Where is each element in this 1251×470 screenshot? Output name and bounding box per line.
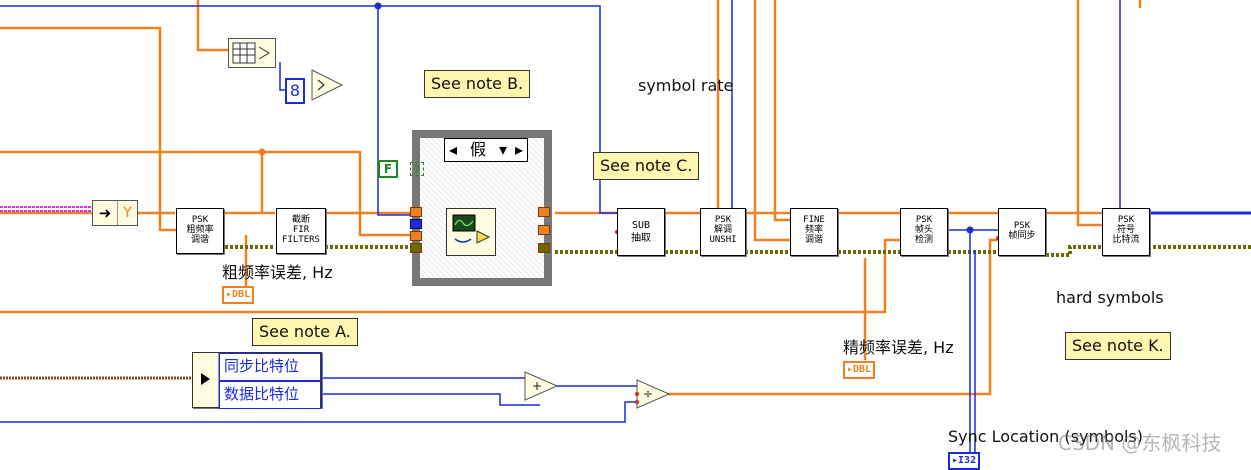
blue-wire: [0, 5, 617, 214]
constant-eight[interactable]: 8: [285, 78, 305, 104]
boolean-false-constant[interactable]: F: [378, 160, 398, 178]
unbundle-y-label: Y: [117, 201, 137, 225]
divide-icon: ÷: [643, 387, 653, 401]
coarse-freq-error-label: 粗频率误差, Hz: [222, 263, 333, 282]
unbundle-node[interactable]: ➜ Y: [92, 200, 138, 226]
case-structure[interactable]: ◂ 假 ▾ ▸: [412, 130, 552, 286]
sync-location-label: Sync Location (symbols): [948, 427, 1144, 446]
bundle-by-name[interactable]: 同步比特位 数据比特位: [192, 352, 322, 409]
bundle-row-sync-bits[interactable]: 同步比特位: [219, 353, 321, 381]
dbl-label: DBL: [853, 364, 872, 375]
case-tunnel: [410, 207, 422, 217]
watermark: CSDN @东枫科技: [1058, 431, 1222, 455]
error-wire: [1046, 245, 1102, 257]
blue-wire: [322, 393, 540, 406]
dropdown-arrow-icon[interactable]: ▾: [498, 140, 508, 159]
case-selector-value: 假: [469, 140, 486, 159]
blue-wire: [377, 6, 412, 216]
fine-freq-error-label: 精频率误差, Hz: [843, 338, 954, 357]
bundle-row-data-bits[interactable]: 数据比特位: [219, 381, 321, 409]
triangle-right-icon: [201, 373, 210, 385]
waveform-icon: [452, 214, 491, 244]
coarse-freq-error-indicator[interactable]: ▸DBL: [222, 286, 255, 304]
note-b: See note B.: [424, 70, 531, 98]
bundle-handle: [193, 353, 219, 407]
increment-arrow-icon[interactable]: ▸: [514, 140, 524, 159]
junction-dot: [258, 148, 266, 156]
note-c: See note C.: [593, 152, 700, 180]
compare-node[interactable]: [311, 69, 344, 101]
fine-freq-error-indicator[interactable]: ▸DBL: [843, 361, 876, 379]
array-size-node[interactable]: [228, 38, 276, 68]
pin-dot: [635, 392, 639, 396]
note-a: See note A.: [252, 318, 358, 346]
decrement-arrow-icon[interactable]: ◂: [448, 140, 458, 159]
sync-location-indicator[interactable]: ▸I32: [948, 452, 981, 470]
orange-wire: [0, 150, 412, 237]
unknown-terminal: ?: [410, 162, 424, 176]
junction-dot: [374, 2, 382, 10]
compare-icon: [317, 79, 325, 91]
pin-dot: [635, 400, 639, 404]
case-tunnel: [538, 225, 550, 235]
plus-icon: +: [532, 379, 542, 393]
orange-wire: [0, 26, 178, 232]
dbl-label: DBL: [232, 289, 251, 300]
blue-wire: [0, 401, 637, 423]
orange-wire: [1076, 0, 1102, 227]
orange-wire: [753, 0, 790, 242]
orange-wire: [196, 0, 235, 52]
orange-wire: [668, 238, 998, 396]
note-k: See note K.: [1065, 332, 1171, 360]
case-tunnel: [538, 207, 550, 217]
case-tunnel: [410, 243, 422, 253]
case-tunnel: [410, 231, 422, 241]
case-selector[interactable]: ◂ 假 ▾ ▸: [444, 138, 528, 162]
orange-wire: [0, 238, 900, 314]
junction-dot: [966, 226, 974, 234]
symbol-rate-label: symbol rate: [638, 76, 734, 95]
blue-wire: [321, 365, 525, 379]
case-tunnel: [538, 243, 550, 253]
hard-symbols-label: hard symbols: [1056, 288, 1164, 307]
case-tunnel: [410, 219, 422, 229]
orange-wire: [773, 0, 790, 222]
waveform-subvi[interactable]: [446, 208, 496, 256]
add-node[interactable]: [524, 371, 559, 401]
table-icon: [232, 42, 270, 64]
arrow-right-icon: ➜: [98, 204, 112, 222]
